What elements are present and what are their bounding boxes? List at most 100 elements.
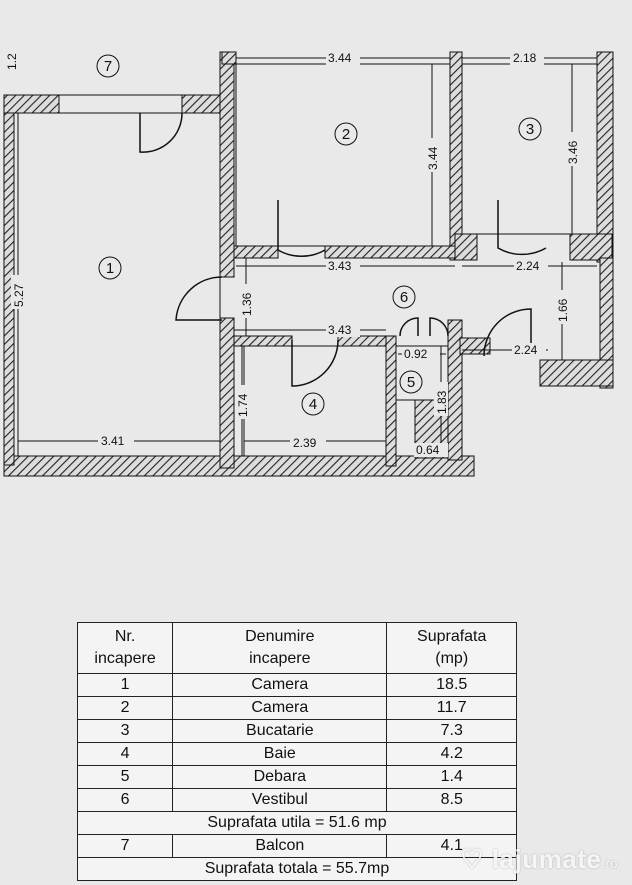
cell-area: 11.7	[386, 696, 517, 720]
wall-room3-bottom-a	[454, 233, 478, 261]
dim-debara-small: 0.64	[416, 443, 440, 457]
wall-bath-right	[385, 335, 397, 467]
doors	[139, 112, 547, 387]
dim-bath-width: 2.39	[293, 436, 317, 450]
watermark-brand: lajumate	[491, 844, 602, 874]
wall-room2-bottom-b	[324, 245, 456, 259]
cell-name: Camera	[172, 696, 388, 720]
outer-wall-bottom	[3, 455, 475, 477]
door-debara	[399, 317, 449, 337]
room-number-1: 1	[106, 260, 114, 277]
dim-room1-width: 3.41	[101, 434, 125, 448]
dim-debara-width: 0.92	[404, 347, 428, 361]
cell-area: 7.3	[386, 719, 517, 743]
cell-number: 2	[76, 696, 174, 720]
cell-number: 7	[76, 834, 174, 858]
cell-name: Baie	[172, 742, 388, 766]
cell-number: 3	[76, 719, 174, 743]
outer-wall-top-left	[3, 94, 60, 114]
door-room2	[277, 200, 326, 257]
cell-name: Vestibul	[172, 788, 388, 812]
table-row: 5 Debara 1.4	[76, 765, 517, 789]
room-marker-3	[518, 117, 542, 141]
room-markers	[96, 54, 542, 416]
room-number-4: 4	[309, 396, 317, 413]
table-row: 6 Vestibul 8.5	[76, 788, 517, 812]
cell-area: 18.5	[386, 673, 517, 697]
dim-hall-width: 3.43	[328, 323, 352, 337]
table-row: 3 Bucatarie 7.3	[76, 719, 517, 743]
dim-hall-height: 1.36	[240, 292, 254, 316]
wall-kitchen-right	[599, 257, 614, 389]
room-marker-2	[334, 122, 358, 146]
dim-room2-bottom: 3.43	[328, 259, 352, 273]
table-header-row: Nr. incapere Denumire incapere Suprafata…	[76, 622, 517, 674]
room-number-5: 5	[407, 374, 415, 391]
cell-number: 6	[76, 788, 174, 812]
cell-number: 5	[76, 765, 174, 789]
useful-area-total: Suprafata utila = 51.6 mp	[77, 811, 517, 835]
dim-room2-height: 3.44	[426, 146, 440, 170]
cell-name: Balcon	[172, 834, 388, 858]
dim-room3-bottom: 2.24	[516, 259, 540, 273]
dim-room3-width: 2.18	[513, 51, 537, 65]
cell-name: Bucatarie	[172, 719, 388, 743]
cell-area: 8.5	[386, 788, 517, 812]
useful-area-row: Suprafata utila = 51.6 mp	[77, 811, 517, 835]
room-number-3: 3	[526, 121, 534, 138]
watermark-tld: .ro	[601, 856, 618, 871]
header-room-number: Nr. incapere	[76, 622, 174, 674]
outer-wall-top-mid	[181, 94, 223, 114]
door-hall	[175, 276, 223, 321]
door-bath	[291, 339, 339, 387]
dim-kitchen-passage: 1.66	[556, 298, 570, 322]
header-room-name: Denumire incapere	[172, 622, 388, 674]
wall-room2-room3	[449, 51, 463, 261]
dim-debara-height: 1.83	[435, 390, 449, 414]
dim-bath-height: 1.74	[236, 393, 250, 417]
table-row: 2 Camera 11.7	[76, 696, 517, 720]
cell-area: 1.4	[386, 765, 517, 789]
room-marker-5	[399, 370, 423, 394]
cell-number: 4	[76, 742, 174, 766]
dim-hall-right-width: 2.24	[514, 343, 538, 357]
outer-wall-right	[596, 51, 614, 263]
site-watermark: ♡ lajumate.ro	[460, 844, 618, 875]
door-room1	[139, 112, 183, 153]
wall-room2-bottom-a	[233, 245, 279, 259]
cell-area: 4.2	[386, 742, 517, 766]
wall-kitchen-bottom	[539, 359, 614, 387]
header-room-area: Suprafata (mp)	[386, 622, 517, 674]
wall-bath-top-a	[233, 335, 293, 347]
cell-name: Camera	[172, 673, 388, 697]
total-area: Suprafata totala = 55.7mp	[77, 857, 517, 881]
floor-plan: 1.2 3.44 2.18 3.44 3.46 5.27 3.43 2.24 1…	[3, 50, 614, 477]
door-room3	[497, 200, 547, 256]
room-marker-4	[301, 392, 325, 416]
wall-room1-right-lower	[219, 317, 235, 469]
room-marker-1	[98, 256, 122, 280]
total-area-row: Suprafata totala = 55.7mp	[77, 857, 517, 881]
wall-room1-right-upper	[219, 51, 235, 278]
table-row: 7 Balcon 4.1	[76, 834, 517, 858]
dim-room2-width: 3.44	[328, 51, 352, 65]
room-number-2: 2	[342, 126, 350, 143]
room-marker-6	[392, 285, 416, 309]
cell-name: Debara	[172, 765, 388, 789]
door-kitchen	[483, 308, 532, 357]
dim-room1-height: 5.27	[12, 283, 26, 307]
wall-top-stub	[221, 51, 237, 65]
dimension-labels: 1.2 3.44 2.18 3.44 3.46 5.27 3.43 2.24 1…	[5, 50, 580, 457]
wall-bath-top-b	[337, 335, 389, 347]
table-row: 4 Baie 4.2	[76, 742, 517, 766]
cell-number: 1	[76, 673, 174, 697]
room-area-table: Nr. incapere Denumire incapere Suprafata…	[76, 622, 517, 881]
wall-room3-bottom-b	[569, 233, 613, 261]
room-numbers: 1 2 3 4 5 6 7	[104, 58, 534, 413]
room-number-7: 7	[104, 58, 112, 75]
room-number-6: 6	[400, 289, 408, 306]
dim-room3-height: 3.46	[566, 140, 580, 164]
heart-logo-icon: ♡	[460, 844, 485, 874]
table-row: 1 Camera 18.5	[76, 673, 517, 697]
dim-balcony-edge: 1.2	[5, 53, 19, 70]
